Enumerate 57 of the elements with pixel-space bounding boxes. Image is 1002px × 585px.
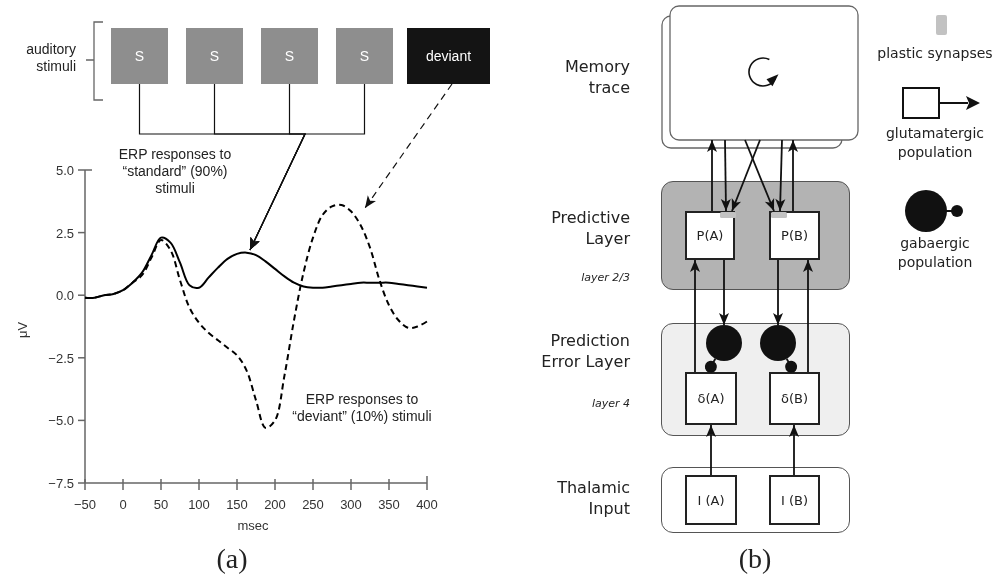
layer-heading: Predictive Layer [550, 207, 630, 249]
tick-label: 250 [302, 497, 324, 512]
annotation: ERP responses to “deviant” (10%) stimuli [291, 391, 433, 425]
tick-label: 0.0 [55, 288, 74, 304]
layer-heading: Thalamic Input [556, 477, 630, 519]
arrow [707, 139, 717, 212]
arrow [803, 259, 813, 373]
legend-label: gabaergic population [896, 234, 974, 272]
arrow [788, 139, 798, 212]
leader-arrow [364, 83, 453, 209]
tick-label: 0 [119, 497, 127, 512]
axis-title: μV [15, 321, 30, 339]
stimulus-box: deviant [407, 28, 490, 84]
population-box: I (B) [769, 475, 820, 525]
tick-label: −2.5 [48, 350, 74, 366]
tick-label: 150 [226, 497, 248, 512]
layer-heading: Prediction Error Layer [540, 330, 630, 372]
tick-label: 400 [416, 497, 438, 512]
tick-label: 200 [264, 497, 286, 512]
tick-label: 300 [340, 497, 362, 512]
tick-label: 50 [153, 497, 169, 512]
tick-label: 100 [188, 497, 210, 512]
arrow [706, 424, 716, 476]
panel-label: (a) [215, 543, 249, 575]
tick-label: −7.5 [48, 476, 74, 491]
leader-arrow [249, 83, 366, 251]
tick-label: 2.5 [55, 225, 74, 241]
annotation: ERP responses to “standard” (90%) stimuli [117, 146, 233, 197]
layer-subheading: layer 2/3 [580, 271, 630, 284]
arrow [731, 139, 761, 212]
arrow [744, 139, 775, 212]
arrow [690, 259, 700, 373]
population-box: δ(B) [769, 372, 820, 425]
tick-label: −5.0 [48, 413, 74, 429]
arrow [775, 139, 786, 212]
population-box: I (A) [685, 475, 737, 525]
panel-label: (b) [737, 543, 773, 575]
population-box: P(A) [685, 211, 735, 260]
arrow [719, 259, 729, 326]
legend-label: plastic synapses [876, 44, 994, 63]
layer-heading: Memory trace [563, 56, 630, 98]
layer-subheading: layer 4 [590, 397, 630, 410]
stimulus-box: S [336, 28, 393, 84]
population-box: δ(A) [685, 372, 737, 425]
population-box: P(B) [769, 211, 820, 260]
arrow [789, 424, 799, 476]
annotation: auditory stimuli [25, 41, 76, 75]
tick-label: 350 [378, 497, 400, 512]
arrow [773, 259, 783, 326]
stimulus-box: S [111, 28, 168, 84]
tick-label: −50 [73, 497, 97, 512]
stimulus-box: S [186, 28, 243, 84]
stimulus-box: S [261, 28, 318, 84]
axis-title: msec [237, 518, 269, 533]
legend-label: glutamatergic population [885, 124, 985, 162]
tick-label: 5.0 [55, 163, 74, 178]
arrow [720, 139, 731, 212]
